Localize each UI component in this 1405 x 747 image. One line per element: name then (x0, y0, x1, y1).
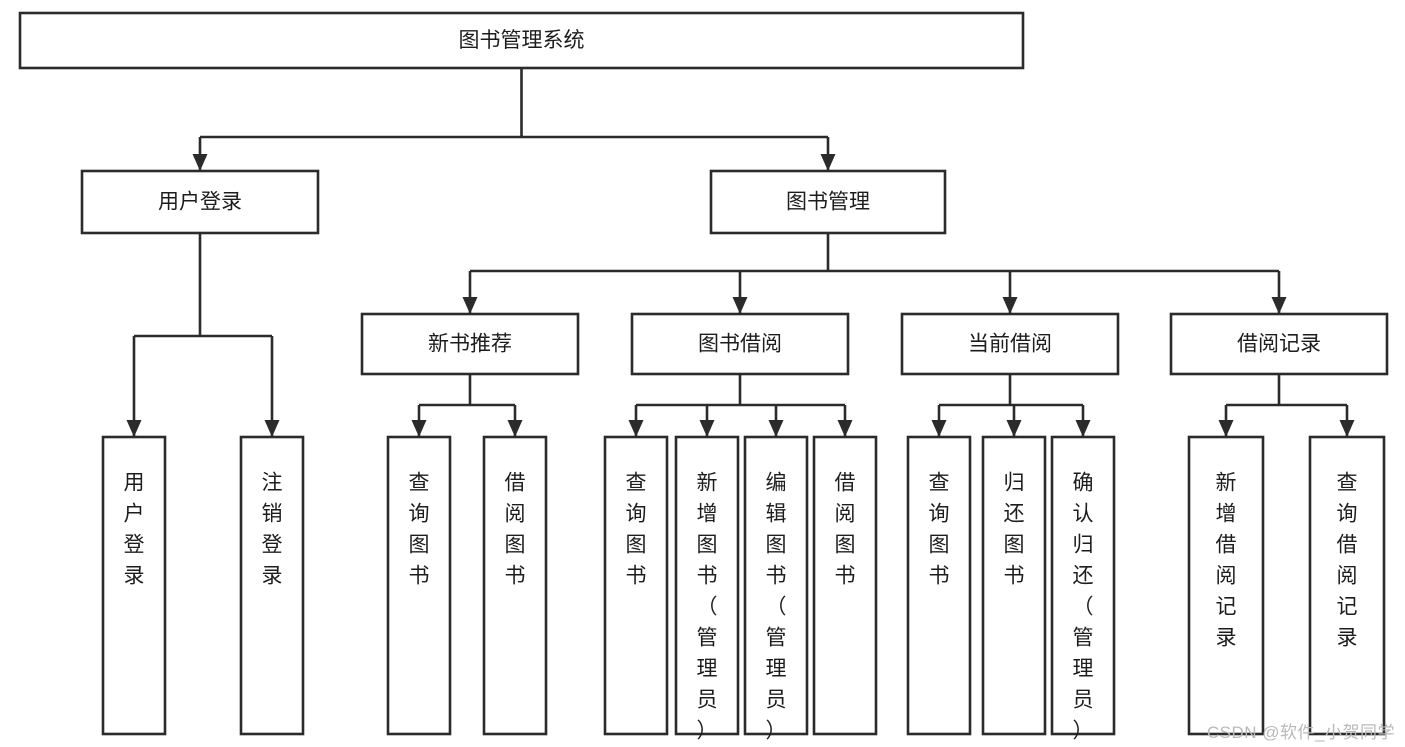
connectors-layer (126, 68, 1355, 437)
node-box-leaf-query-book-1[interactable] (386, 435, 452, 736)
arrow-icon-leaf-add-record (1218, 420, 1234, 437)
node-user-login[interactable]: 用户登录 (80, 169, 320, 235)
arrow-icon-book-manage (820, 154, 836, 171)
node-box-leaf-edit-book[interactable] (743, 435, 809, 736)
node-box-leaf-borrow-book-2[interactable] (812, 435, 878, 736)
node-label-leaf-query-book-3: 查询图书 (929, 471, 950, 587)
node-label-leaf-edit-book: 编辑图书（管理员） (766, 471, 787, 742)
arrow-icon-leaf-confirm-return (1075, 420, 1091, 437)
node-box-leaf-add-record[interactable] (1187, 435, 1265, 736)
node-label-leaf-query-book-2: 查询图书 (626, 471, 647, 587)
node-box-leaf-query-book-3[interactable] (906, 435, 972, 736)
node-label-leaf-logout: 注销登录 (262, 471, 283, 587)
node-borrow-record[interactable]: 借阅记录 (1169, 312, 1389, 376)
arrow-icon-borrow-record (1271, 297, 1287, 314)
node-box-leaf-borrow-book-1[interactable] (482, 435, 548, 736)
node-label-leaf-return-book: 归还图书 (1004, 471, 1025, 587)
node-box-leaf-query-book-2[interactable] (603, 435, 669, 736)
arrow-icon-leaf-borrow-book-1 (507, 420, 523, 437)
node-box-leaf-add-book[interactable] (674, 435, 740, 736)
node-leaf-confirm-return[interactable]: 确认归还（管理员） (1050, 435, 1116, 742)
node-label-book-borrow: 图书借阅 (698, 333, 782, 356)
node-label-current-borrow: 当前借阅 (968, 333, 1052, 356)
node-leaf-query-book-2[interactable]: 查询图书 (603, 435, 669, 736)
node-box-leaf-query-record[interactable] (1308, 435, 1386, 736)
node-current-borrow[interactable]: 当前借阅 (900, 312, 1120, 376)
node-leaf-user-login[interactable]: 用户登录 (101, 435, 167, 736)
node-box-user-login[interactable] (80, 169, 320, 235)
arrow-icon-leaf-query-book-1 (411, 420, 427, 437)
arrow-icon-leaf-add-book (699, 420, 715, 437)
node-leaf-add-book[interactable]: 新增图书（管理员） (674, 435, 740, 742)
arrow-icon-leaf-query-book-2 (628, 420, 644, 437)
arrow-icon-leaf-query-book-3 (931, 420, 947, 437)
node-leaf-return-book[interactable]: 归还图书 (981, 435, 1047, 736)
node-leaf-borrow-book-1[interactable]: 借阅图书 (482, 435, 548, 736)
arrow-icon-current-borrow (1002, 297, 1018, 314)
node-label-leaf-user-login: 用户登录 (124, 471, 145, 587)
node-leaf-query-book-1[interactable]: 查询图书 (386, 435, 452, 736)
node-box-leaf-confirm-return[interactable] (1050, 435, 1116, 736)
arrow-icon-leaf-edit-book (768, 420, 784, 437)
node-box-book-manage[interactable] (709, 169, 947, 235)
node-box-root[interactable] (18, 11, 1025, 70)
node-label-book-manage: 图书管理 (786, 191, 870, 214)
node-label-borrow-record: 借阅记录 (1237, 333, 1321, 356)
nodes-layer: 图书管理系统用户登录图书管理新书推荐图书借阅当前借阅借阅记录用户登录注销登录查询… (18, 11, 1389, 742)
node-label-root: 图书管理系统 (459, 29, 585, 52)
node-label-leaf-add-book: 新增图书（管理员） (697, 471, 718, 742)
node-label-new-book-rec: 新书推荐 (428, 333, 512, 356)
arrow-icon-leaf-query-record (1339, 420, 1355, 437)
arrow-icon-leaf-user-login (126, 420, 142, 437)
node-box-borrow-record[interactable] (1169, 312, 1389, 376)
arrow-icon-leaf-return-book (1006, 420, 1022, 437)
arrow-icon-new-book-rec (462, 297, 478, 314)
node-leaf-edit-book[interactable]: 编辑图书（管理员） (743, 435, 809, 742)
node-leaf-query-book-3[interactable]: 查询图书 (906, 435, 972, 736)
node-label-user-login: 用户登录 (158, 191, 242, 214)
node-label-leaf-borrow-book-1: 借阅图书 (505, 471, 526, 587)
node-label-leaf-borrow-book-2: 借阅图书 (835, 471, 856, 587)
node-box-leaf-return-book[interactable] (981, 435, 1047, 736)
node-new-book-rec[interactable]: 新书推荐 (360, 312, 580, 376)
node-book-manage[interactable]: 图书管理 (709, 169, 947, 235)
node-book-borrow[interactable]: 图书借阅 (630, 312, 850, 376)
node-leaf-borrow-book-2[interactable]: 借阅图书 (812, 435, 878, 736)
node-leaf-add-record[interactable]: 新增借阅记录 (1187, 435, 1265, 736)
node-label-leaf-add-record: 新增借阅记录 (1216, 471, 1237, 649)
node-box-current-borrow[interactable] (900, 312, 1120, 376)
node-leaf-logout[interactable]: 注销登录 (239, 435, 305, 736)
node-leaf-query-record[interactable]: 查询借阅记录 (1308, 435, 1386, 736)
node-label-leaf-query-record: 查询借阅记录 (1337, 471, 1358, 649)
node-box-new-book-rec[interactable] (360, 312, 580, 376)
arrow-icon-book-borrow (732, 297, 748, 314)
arrow-icon-leaf-logout (264, 420, 280, 437)
node-box-leaf-logout[interactable] (239, 435, 305, 736)
node-box-book-borrow[interactable] (630, 312, 850, 376)
node-box-leaf-user-login[interactable] (101, 435, 167, 736)
csdn-watermark: CSDN @软件_小贺同学 (1206, 723, 1395, 742)
arrow-icon-leaf-borrow-book-2 (837, 420, 853, 437)
node-label-leaf-query-book-1: 查询图书 (409, 471, 430, 587)
node-root[interactable]: 图书管理系统 (18, 11, 1025, 70)
node-label-leaf-confirm-return: 确认归还（管理员） (1073, 471, 1094, 742)
arrow-icon-user-login (192, 154, 208, 171)
